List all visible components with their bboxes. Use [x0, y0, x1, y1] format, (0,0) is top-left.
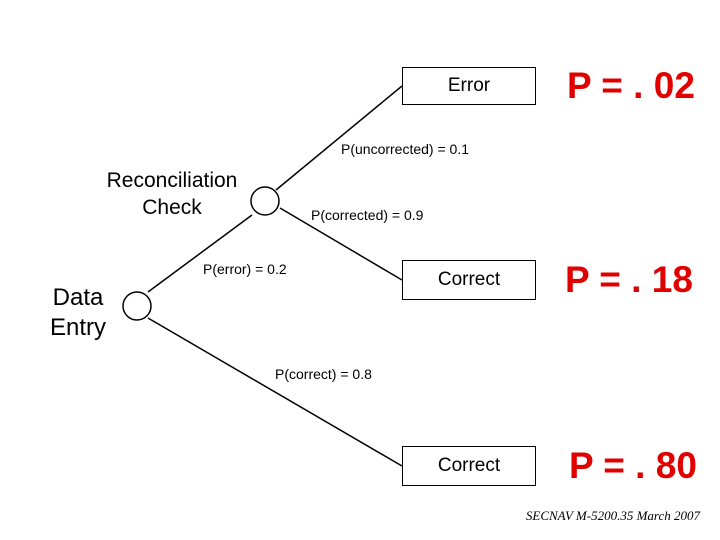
branch-error-line [147, 214, 253, 293]
branch-correct-line [147, 317, 403, 467]
outcome-error-box: Error [402, 67, 536, 105]
outcome-correct-after-check-label: Correct [437, 269, 501, 290]
result-correct-direct: P = . 80 [569, 445, 697, 486]
outcome-error-label: Error [447, 75, 491, 96]
data-entry-node [122, 291, 152, 321]
result-correct-after-check: P = . 18 [565, 259, 693, 300]
data-entry-label: Data Entry [49, 284, 106, 341]
reconciliation-check-label: Reconciliation Check [106, 169, 238, 220]
p-correct-label: P(correct) = 0.8 [275, 366, 372, 382]
reconciliation-node [250, 186, 280, 216]
p-uncorrected-label: P(uncorrected) = 0.1 [341, 141, 470, 157]
outcome-correct-direct-label: Correct [437, 455, 501, 476]
p-corrected-label: P(corrected) = 0.9 [311, 207, 424, 223]
branch-corrected-line [279, 207, 403, 281]
branch-uncorrected-line [275, 85, 403, 191]
result-error: P = . 02 [567, 65, 695, 106]
p-error-label: P(error) = 0.2 [203, 261, 287, 277]
outcome-correct-direct-box: Correct [402, 446, 536, 486]
footer-citation: SECNAV M-5200.35 March 2007 [525, 508, 700, 523]
outcome-correct-after-check-box: Correct [402, 260, 536, 300]
